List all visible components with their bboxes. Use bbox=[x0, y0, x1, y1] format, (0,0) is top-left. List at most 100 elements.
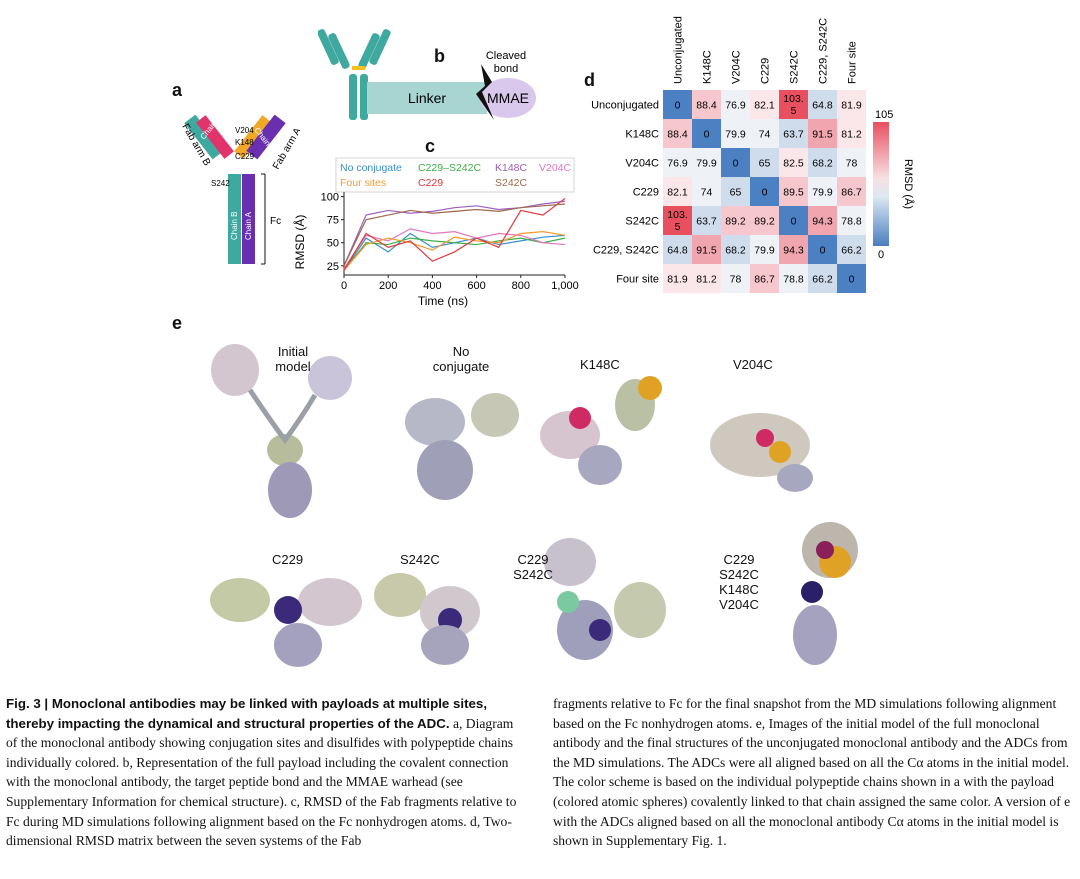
cleaved-bond-label: bond bbox=[494, 63, 518, 75]
y-tick-label: 50 bbox=[327, 238, 339, 250]
series-line bbox=[343, 237, 566, 271]
matrix-cell bbox=[837, 119, 866, 148]
cell-value: 79.9 bbox=[754, 245, 775, 257]
matrix-cell bbox=[663, 264, 692, 293]
matrix-cell bbox=[808, 90, 837, 119]
chain-label: Chain B bbox=[230, 212, 239, 240]
structure-label: K148C bbox=[580, 357, 620, 372]
legend-entry: C229–S242C bbox=[418, 162, 481, 174]
x-tick-label: 1,000 bbox=[551, 280, 579, 292]
matrix-cell bbox=[837, 148, 866, 177]
matrix-cell bbox=[692, 148, 721, 177]
structure-four-sites bbox=[793, 522, 858, 665]
caption-right: fragments relative to Fc for the final s… bbox=[553, 696, 1071, 849]
matrix-cell bbox=[692, 177, 721, 206]
antibody-diagram: Chain B Chain A Chain B Chain A Fab arm … bbox=[179, 113, 300, 265]
mmae-ellipse bbox=[480, 78, 536, 118]
site-label: C229 bbox=[235, 152, 255, 161]
matrix-cell bbox=[779, 264, 808, 293]
cell-value: 0 bbox=[762, 187, 768, 199]
cell-value: 88.4 bbox=[696, 100, 717, 112]
matrix-cell bbox=[750, 119, 779, 148]
cell-value: 0 bbox=[704, 129, 710, 141]
structure-v204c bbox=[710, 413, 813, 492]
cell-value: 88.4 bbox=[667, 129, 688, 141]
column-label: Unconjugated bbox=[673, 16, 685, 84]
cell-value: 86.7 bbox=[754, 274, 775, 286]
matrix-cell bbox=[721, 148, 750, 177]
y-axis-label: RMSD (Å) bbox=[292, 215, 307, 270]
mmae-label: MMAE bbox=[487, 90, 529, 106]
column-label: Four site bbox=[847, 41, 859, 84]
matrix-cell bbox=[721, 235, 750, 264]
cell-value: 78 bbox=[730, 274, 742, 286]
cell-value: 5 bbox=[675, 221, 681, 233]
cell-value: 79.9 bbox=[696, 158, 717, 170]
figure-title: Fig. 3 | Monoclonal antibodies may be li… bbox=[6, 696, 488, 731]
panel-label-b: b bbox=[434, 46, 445, 66]
cell-value: 89.2 bbox=[725, 216, 746, 228]
fc-label: Fc bbox=[270, 216, 281, 227]
matrix-cell bbox=[750, 148, 779, 177]
structure-label: C229 bbox=[272, 552, 304, 567]
structure-label: Initial model bbox=[275, 344, 311, 374]
colorbar-label: RMSD (Å) bbox=[902, 159, 915, 209]
matrix-cell bbox=[721, 264, 750, 293]
structure-gallery bbox=[210, 344, 858, 667]
matrix-cell bbox=[808, 177, 837, 206]
matrix-cell bbox=[837, 177, 866, 206]
cell-value: 81.9 bbox=[667, 274, 688, 286]
row-label: Unconjugated bbox=[591, 100, 659, 112]
cell-value: 5 bbox=[791, 105, 797, 117]
matrix-cell bbox=[808, 206, 837, 235]
structure-label: No conjugate bbox=[432, 344, 490, 374]
cell-value: 66.2 bbox=[841, 245, 862, 257]
cell-value: 78.8 bbox=[841, 216, 862, 228]
cell-value: 64.8 bbox=[667, 245, 688, 257]
matrix-cell bbox=[837, 206, 866, 235]
series-line bbox=[343, 231, 566, 271]
cell-value: 79.9 bbox=[725, 129, 746, 141]
matrix-cell bbox=[663, 206, 692, 235]
cell-value: 68.2 bbox=[725, 245, 746, 257]
cell-value: 0 bbox=[733, 158, 739, 170]
chart-legend bbox=[335, 157, 575, 193]
structure-no-conjugate bbox=[405, 393, 519, 500]
cell-value: 66.2 bbox=[812, 274, 833, 286]
matrix-cell bbox=[779, 235, 808, 264]
site-label: K148 bbox=[235, 138, 254, 147]
cell-value: 103. bbox=[783, 93, 803, 105]
series-line bbox=[343, 228, 566, 269]
site-label: S242 bbox=[211, 179, 230, 188]
cell-value: 63.7 bbox=[783, 129, 804, 141]
series-line bbox=[343, 200, 566, 267]
matrix-cell bbox=[663, 148, 692, 177]
cell-value: 82.1 bbox=[667, 187, 688, 199]
antibody-icon bbox=[318, 29, 391, 120]
matrix-cell bbox=[750, 206, 779, 235]
fab-arm-b-chains bbox=[184, 114, 234, 160]
colorbar: 105 0 RMSD (Å) bbox=[873, 109, 915, 261]
structure-k148c bbox=[540, 376, 662, 485]
cell-value: 94.3 bbox=[783, 245, 804, 257]
matrix-cell bbox=[663, 119, 692, 148]
cleave-icon bbox=[476, 64, 494, 120]
cell-value: 82.1 bbox=[754, 100, 775, 112]
series-line bbox=[343, 203, 566, 267]
matrix-cell bbox=[721, 119, 750, 148]
matrix-cells: UnconjugatedUnconjugatedK148CK148CV204CV… bbox=[591, 16, 866, 293]
fab-arm-a-chains bbox=[234, 114, 286, 160]
legend-entry: K148C bbox=[495, 162, 528, 174]
row-label: C229, S242C bbox=[593, 245, 659, 257]
cleaved-bond-label: Cleaved bbox=[486, 50, 526, 62]
matrix-cell bbox=[750, 90, 779, 119]
cell-value: 79.9 bbox=[812, 187, 833, 199]
cell-value: 78.8 bbox=[783, 274, 804, 286]
cell-value: 65 bbox=[759, 158, 771, 170]
x-tick-label: 400 bbox=[423, 280, 441, 292]
matrix-cell bbox=[692, 90, 721, 119]
linker-label: Linker bbox=[408, 90, 446, 106]
cell-value: 89.5 bbox=[783, 187, 804, 199]
site-label: V204 bbox=[235, 126, 254, 135]
